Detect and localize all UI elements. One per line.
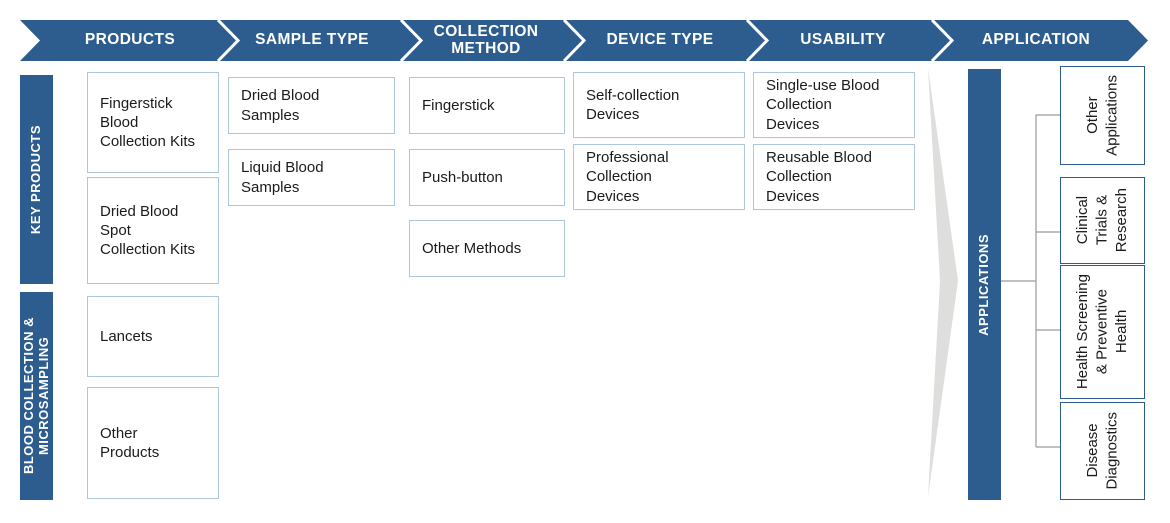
- application-box-disease-diagnostics[interactable]: Disease Diagnostics: [1060, 402, 1145, 500]
- usability-box-reusable-blood-collection-devices[interactable]: Reusable Blood Collection Devices: [753, 144, 915, 210]
- collection-method-box-other-methods[interactable]: Other Methods: [409, 220, 565, 277]
- application-label: Other Applications: [1084, 75, 1121, 156]
- collection-method-label: Other Methods: [422, 239, 522, 257]
- product-label: Lancets: [100, 327, 153, 345]
- collection-method-box-push-button[interactable]: Push-button: [409, 149, 565, 206]
- sample-type-box-dried-blood-samples[interactable]: Dried Blood Samples: [228, 77, 395, 134]
- usability-box-single-use-blood-collection-devices[interactable]: Single-use Blood Collection Devices: [753, 72, 915, 138]
- application-box-health-screening-preventive-health[interactable]: Health Screening & Preventive Health: [1060, 265, 1145, 399]
- sample-type-label: Dried Blood Samples: [241, 87, 320, 124]
- product-label: Dried Blood Spot Collection Kits: [100, 202, 196, 259]
- usability-label: Reusable Blood Collection Devices: [766, 149, 872, 205]
- sample-type-box-liquid-blood-samples[interactable]: Liquid Blood Samples: [228, 149, 395, 206]
- device-type-box-professional-collection-devices[interactable]: Professional Collection Devices: [573, 144, 745, 210]
- process-header-band: [20, 20, 1148, 61]
- product-box-fingerstick-blood-collection-kits[interactable]: Fingerstick Blood Collection Kits: [87, 72, 219, 173]
- collection-method-box-fingerstick[interactable]: Fingerstick: [409, 77, 565, 134]
- product-label: Other Products: [100, 424, 160, 461]
- application-label: Disease Diagnostics: [1084, 412, 1121, 490]
- collection-method-label: Push-button: [422, 168, 503, 186]
- category-bar-applications[interactable]: APPLICATIONS: [968, 69, 1001, 500]
- application-label: Health Screening & Preventive Health: [1074, 274, 1131, 390]
- application-label: Clinical Trials & Research: [1074, 188, 1131, 253]
- device-type-box-self-collection-devices[interactable]: Self-collection Devices: [573, 72, 745, 138]
- application-box-other-applications[interactable]: Other Applications: [1060, 66, 1145, 165]
- header-chevrons: [20, 20, 1148, 61]
- usability-label: Single-use Blood Collection Devices: [766, 77, 880, 133]
- product-box-dried-blood-spot-collection-kits[interactable]: Dried Blood Spot Collection Kits: [87, 177, 219, 284]
- product-box-lancets[interactable]: Lancets: [87, 296, 219, 377]
- category-bar-blood-collection-microsampling[interactable]: BLOOD COLLECTION & MICROSAMPLING: [20, 292, 53, 500]
- device-type-label: Professional Collection Devices: [586, 149, 669, 205]
- collection-method-label: Fingerstick: [422, 96, 495, 114]
- product-label: Fingerstick Blood Collection Kits: [100, 94, 196, 151]
- product-box-other-products[interactable]: Other Products: [87, 387, 219, 499]
- device-type-label: Self-collection Devices: [586, 86, 680, 123]
- sample-type-label: Liquid Blood Samples: [241, 159, 324, 196]
- application-box-clinical-trials-research[interactable]: Clinical Trials & Research: [1060, 177, 1145, 264]
- category-bar-key-products[interactable]: KEY PRODUCTS: [20, 75, 53, 284]
